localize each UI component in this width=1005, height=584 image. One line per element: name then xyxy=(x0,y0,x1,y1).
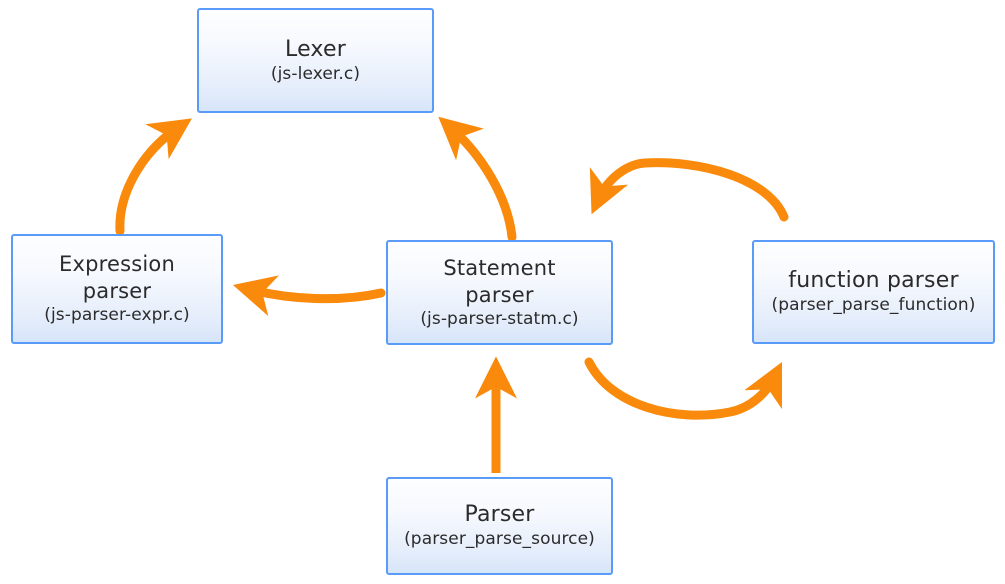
node-lexer-title: Lexer xyxy=(285,36,346,62)
node-statement-parser-title-line1: Statement xyxy=(443,255,556,280)
node-function-parser[interactable]: function parser (parser_parse_function) xyxy=(752,240,995,344)
node-function-parser-title: function parser xyxy=(788,268,959,294)
node-lexer[interactable]: Lexer (js-lexer.c) xyxy=(197,8,434,113)
node-parser[interactable]: Parser (parser_parse_source) xyxy=(386,477,613,575)
node-statement-parser-title-line2: parser xyxy=(465,282,534,307)
node-expression-parser-title-line1: Expression xyxy=(59,252,175,277)
arrow-statement-to-lexer xyxy=(438,116,517,242)
node-statement-parser-subtitle: (js-parser-statm.c) xyxy=(420,308,579,329)
node-function-parser-subtitle: (parser_parse_function) xyxy=(771,295,976,316)
node-parser-subtitle: (parser_parse_source) xyxy=(404,529,595,550)
node-parser-title: Parser xyxy=(464,502,535,528)
node-lexer-subtitle: (js-lexer.c) xyxy=(270,63,361,84)
arrow-statement-to-function xyxy=(584,357,782,420)
arrow-expression-to-lexer xyxy=(115,118,192,236)
arrow-statement-to-expression xyxy=(232,275,386,317)
node-expression-parser-subtitle: (js-parser-expr.c) xyxy=(44,305,190,325)
node-expression-parser[interactable]: Expression parser (js-parser-expr.c) xyxy=(11,234,223,344)
node-statement-parser[interactable]: Statement parser (js-parser-statm.c) xyxy=(386,240,613,345)
node-expression-parser-title-line2: parser xyxy=(82,279,152,304)
arrow-function-to-statement xyxy=(589,158,789,222)
